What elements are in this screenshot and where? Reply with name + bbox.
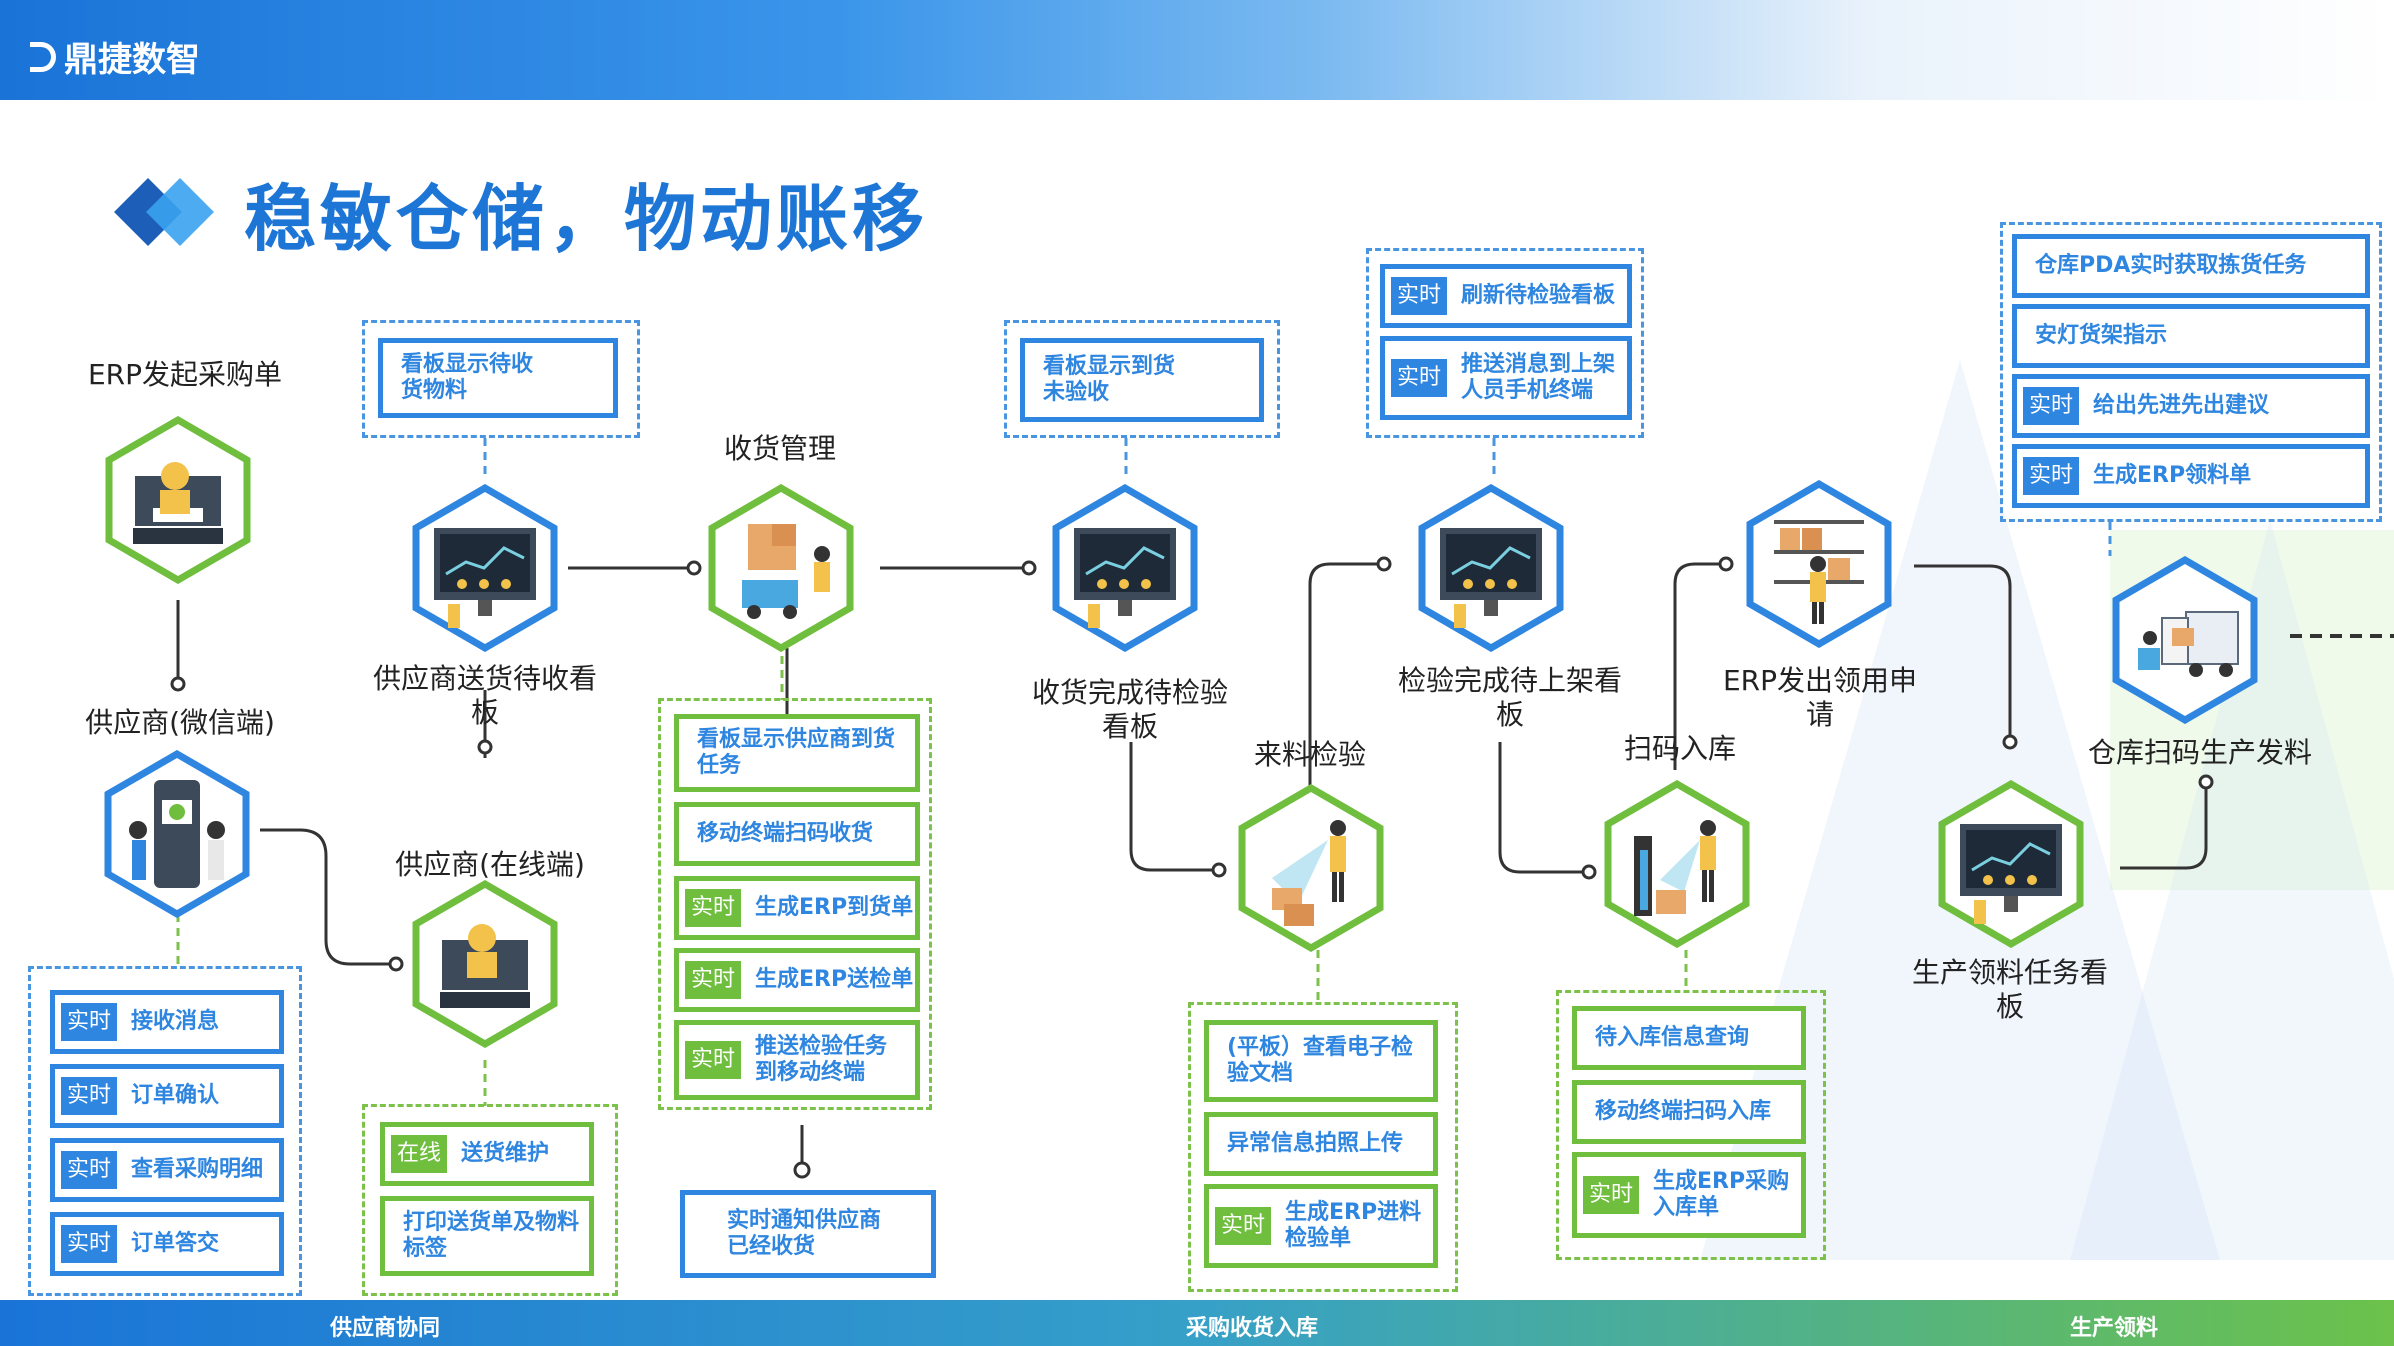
footer-section: 采购收货入库 — [1186, 1316, 1319, 1341]
node-supplier-online-icon — [412, 880, 558, 1048]
list-item: 实时生成ERP进料检验单 — [1204, 1184, 1438, 1268]
list-item: 实时接收消息 — [50, 990, 284, 1054]
list-item: 实时订单答交 — [50, 1212, 284, 1276]
list-item: 打印送货单及物料标签 — [380, 1196, 594, 1276]
list-item: 实时生成ERP采购入库单 — [1572, 1152, 1806, 1238]
list-item: 移动终端扫码收货 — [674, 802, 920, 866]
list-item: 异常信息拍照上传 — [1204, 1112, 1438, 1176]
node-supplier-wechat-icon — [104, 750, 250, 918]
panel-picking — [2000, 222, 2382, 522]
footer-section: 生产领料 — [2070, 1316, 2159, 1341]
realtime-tag: 实时 — [685, 889, 742, 927]
node-supplier-board-icon — [412, 484, 558, 652]
list-item: 实时推送消息到上架人员手机终端 — [1380, 336, 1632, 420]
realtime-tag: 实时 — [61, 1225, 118, 1263]
list-item: (平板）查看电子检验文档 — [1204, 1020, 1438, 1102]
realtime-tag: 实时 — [61, 1003, 118, 1041]
node-label-supplier-wechat: 供应商(微信端) — [85, 706, 275, 739]
list-item: 安灯货架指示 — [2012, 304, 2370, 368]
list-item: 看板显示供应商到货任务 — [674, 714, 920, 792]
list-item: 实时刷新待检验看板 — [1380, 264, 1632, 328]
realtime-tag: 实时 — [1391, 359, 1448, 397]
node-label-erp-po: ERP发起采购单 — [87, 358, 283, 391]
panel-receiving-done-board — [1004, 320, 1280, 438]
node-label-warehouse-issue: 仓库扫码生产发料 — [2087, 736, 2312, 769]
brand-logo: 鼎捷数智 — [30, 32, 200, 81]
list-item: 待入库信息查询 — [1572, 1006, 1806, 1070]
node-label-inspection-done-board: 检验完成待上架看板 — [1397, 664, 1622, 731]
node-inspection-done-board-icon — [1418, 484, 1564, 652]
list-item: 实时生成ERP领料单 — [2012, 444, 2370, 508]
list-item: 实时推送检验任务到移动终端 — [674, 1020, 920, 1100]
node-label-production-pick-board: 生产领料任务看板 — [1911, 956, 2108, 1023]
panel-receiving — [658, 698, 932, 1110]
node-stock-in-icon — [1604, 780, 1750, 948]
header-bar: 鼎捷数智 — [0, 0, 2394, 100]
footer-bar: 供应商协同 采购收货入库 生产领料 — [0, 1300, 2394, 1346]
node-label-erp-issue: ERP发出领用申请 — [1722, 664, 1918, 731]
list-item: 实时通知供应商已经收货 — [680, 1190, 936, 1278]
realtime-tag: 实时 — [1583, 1176, 1640, 1214]
logo-mark-icon — [30, 41, 56, 72]
online-tag: 在线 — [391, 1135, 448, 1173]
panel-supplier-wechat — [28, 966, 302, 1296]
panel-inspection — [1188, 1002, 1458, 1292]
node-label-receiving: 收货管理 — [723, 432, 836, 465]
panel-supplier-board — [362, 320, 640, 438]
realtime-tag: 实时 — [1391, 277, 1448, 315]
node-erp-po-icon — [105, 416, 251, 584]
title-block: 稳敏仓储，物动账移 — [114, 160, 929, 265]
list-item: 实时生成ERP送检单 — [674, 948, 920, 1012]
realtime-tag: 实时 — [61, 1077, 118, 1115]
node-receiving-icon — [708, 484, 854, 652]
list-item: 实时订单确认 — [50, 1064, 284, 1128]
list-item: 仓库PDA实时获取拣货任务 — [2012, 234, 2370, 298]
node-label-stock-in: 扫码入库 — [1623, 732, 1736, 765]
node-erp-issue-icon — [1746, 480, 1892, 648]
node-label-receiving-done-board: 收货完成待检验看板 — [1031, 676, 1228, 743]
node-label-inspection: 来料检验 — [1253, 738, 1366, 771]
list-item: 看板显示到货未验收 — [1020, 338, 1264, 422]
panel-inspection-done-board — [1366, 248, 1644, 438]
node-warehouse-issue-icon — [2112, 556, 2258, 724]
list-item: 实时生成ERP到货单 — [674, 876, 920, 940]
node-inspection-icon — [1238, 784, 1384, 952]
panel-stock-in — [1556, 990, 1826, 1260]
list-item: 看板显示待收货物料 — [378, 338, 618, 418]
realtime-tag: 实时 — [685, 1041, 742, 1079]
panel-supplier-online — [362, 1104, 618, 1296]
node-production-pick-board-icon — [1938, 780, 2084, 948]
node-label-supplier-online: 供应商(在线端) — [395, 848, 585, 881]
list-item: 实时给出先进先出建议 — [2012, 374, 2370, 438]
realtime-tag: 实时 — [2023, 387, 2080, 425]
brand-name: 鼎捷数智 — [64, 40, 200, 80]
footer-section: 供应商协同 — [330, 1316, 441, 1341]
realtime-tag: 实时 — [2023, 457, 2080, 495]
realtime-tag: 实时 — [61, 1151, 118, 1189]
node-label-supplier-board: 供应商送货待收看板 — [372, 662, 597, 729]
list-item: 在线送货维护 — [380, 1122, 594, 1186]
realtime-tag: 实时 — [685, 961, 742, 999]
list-item: 实时查看采购明细 — [50, 1138, 284, 1202]
page-title: 稳敏仓储，物动账移 — [244, 177, 929, 261]
list-item: 移动终端扫码入库 — [1572, 1080, 1806, 1144]
realtime-tag: 实时 — [1215, 1207, 1272, 1245]
node-receiving-done-board-icon — [1052, 484, 1198, 652]
